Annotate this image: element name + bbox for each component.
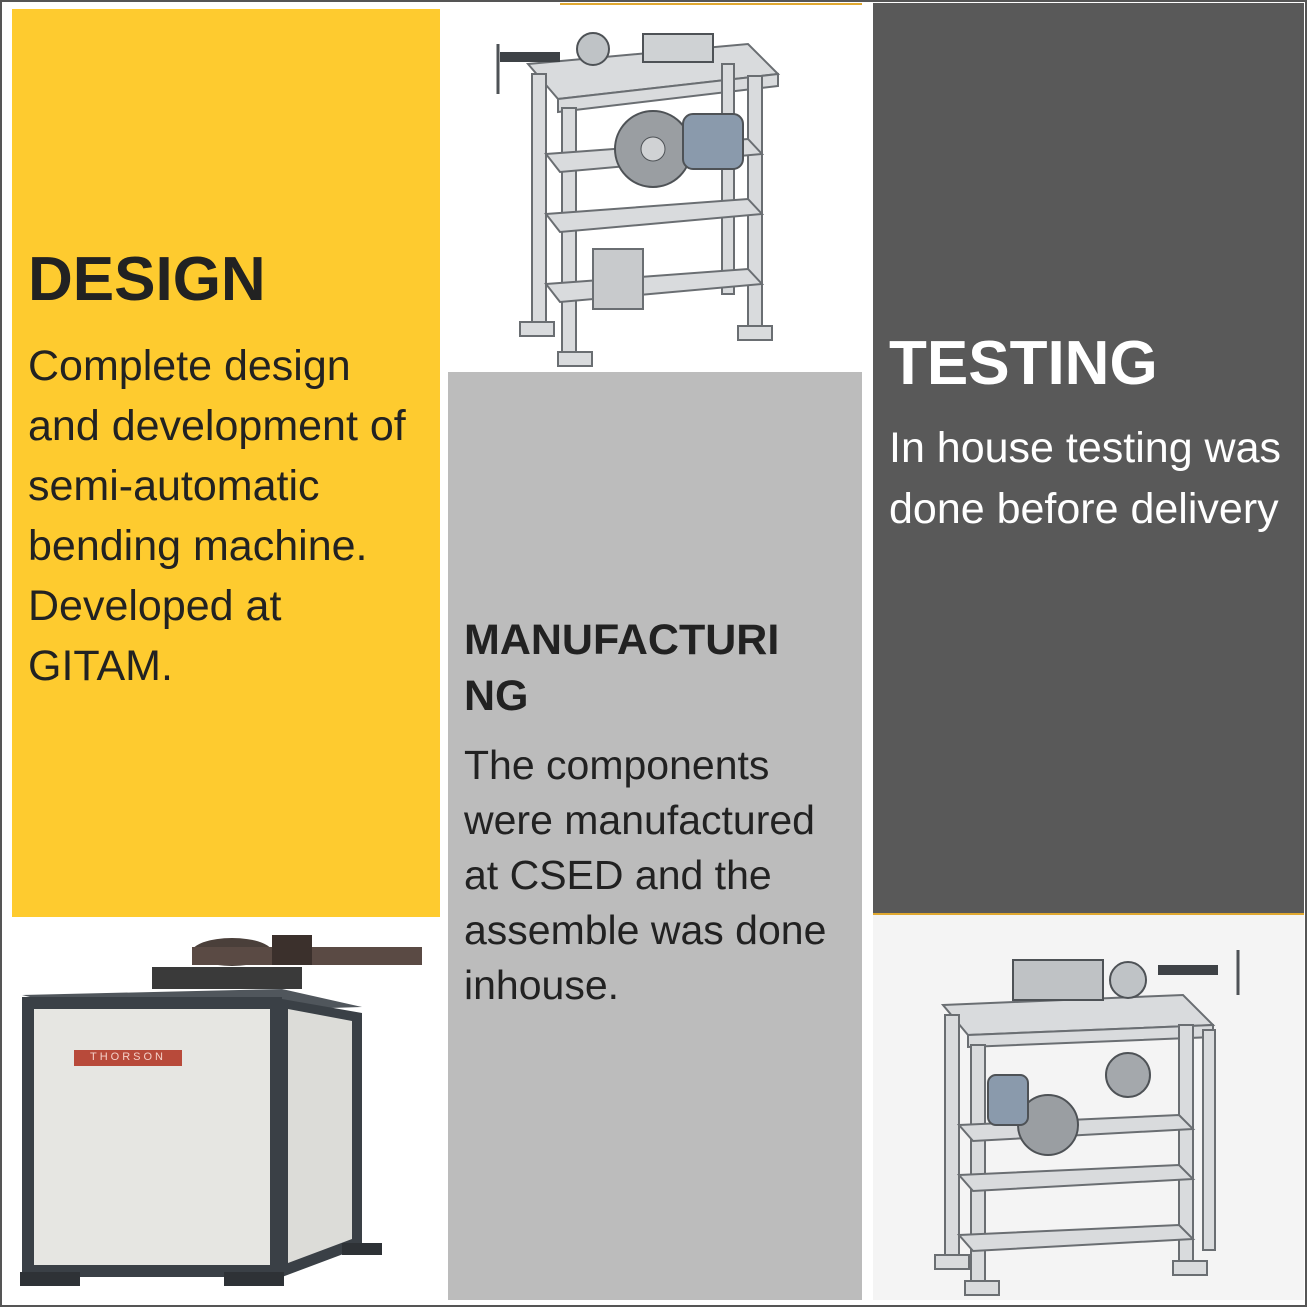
design-panel: DESIGN Complete design and development o… (12, 9, 440, 917)
design-description: Complete design and development of semi-… (28, 342, 406, 690)
brand-label: THORSON (90, 1051, 166, 1063)
design-title: DESIGN (28, 245, 266, 314)
cad-machine-icon (934, 950, 1240, 1296)
testing-panel: TESTING In house testing was done before… (873, 3, 1304, 915)
manufacturing-title: MANUFACTURI NG (464, 616, 780, 720)
bending-machine-photo-icon (20, 935, 422, 1286)
machine-photo: THORSON (12, 917, 440, 1300)
testing-description: In house testing was done before deliver… (889, 424, 1282, 533)
divider (560, 3, 862, 5)
cad-render-machine-bottom (873, 915, 1304, 1300)
divider (873, 913, 1304, 915)
testing-title: TESTING (889, 329, 1158, 398)
cad-render-machine-top (448, 4, 862, 372)
manufacturing-description: The components were manufactured at CSED… (464, 742, 827, 1008)
manufacturing-panel: MANUFACTURI NG The components were manuf… (448, 372, 862, 1300)
cad-machine-icon (496, 32, 781, 367)
